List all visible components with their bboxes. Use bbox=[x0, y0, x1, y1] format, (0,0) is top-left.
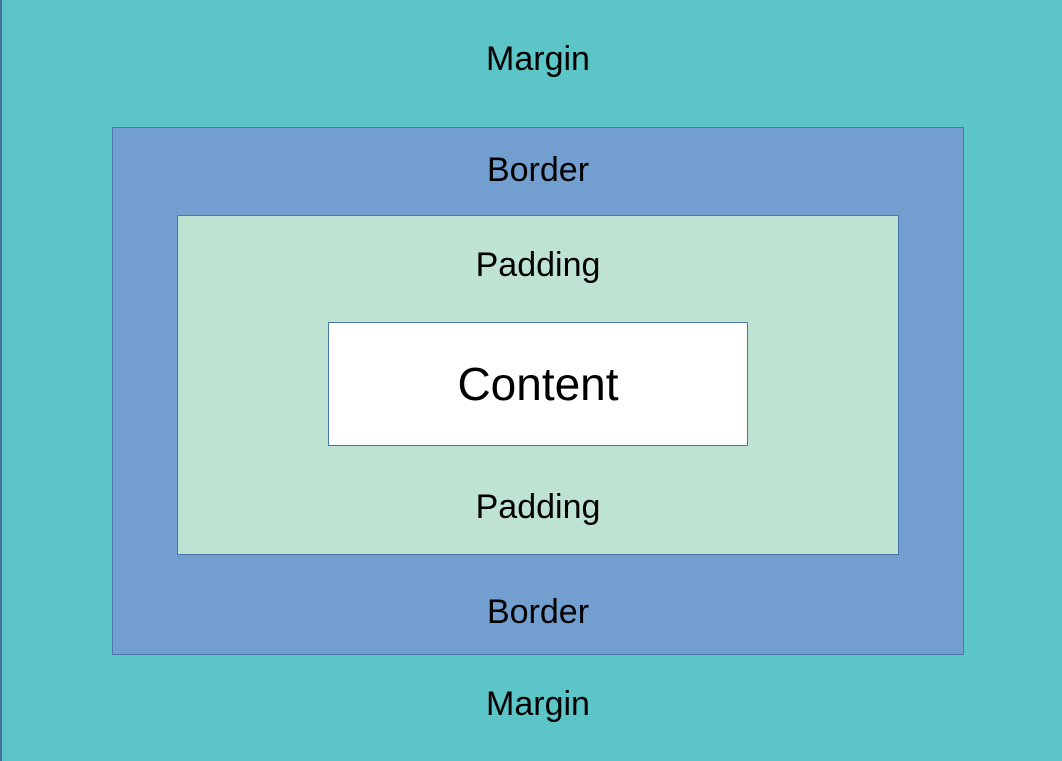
padding-bottom-label: Padding bbox=[475, 488, 601, 526]
margin-bottom-label: Margin bbox=[486, 685, 590, 723]
border-bottom-label: Border bbox=[486, 593, 590, 631]
padding-top-label: Padding bbox=[475, 246, 601, 284]
border-top-label: Border bbox=[486, 151, 590, 189]
margin-top-label: Margin bbox=[486, 40, 590, 78]
content-area: Content bbox=[328, 322, 748, 446]
content-label: Content bbox=[457, 358, 619, 410]
